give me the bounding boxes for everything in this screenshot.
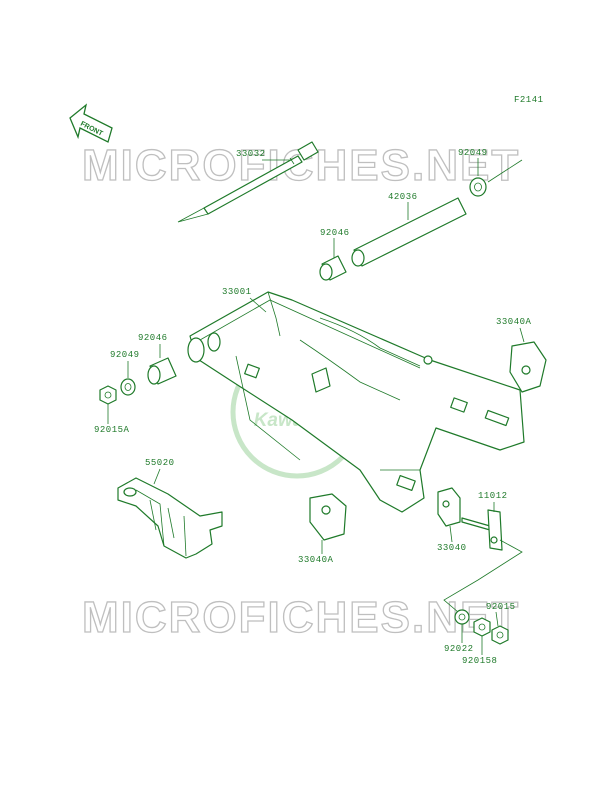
label-92015: 92015 (486, 602, 516, 612)
nut-92015 (491, 625, 509, 645)
label-920158: 920158 (462, 656, 497, 666)
washer-92049-top (469, 159, 523, 197)
nut-92015a (99, 385, 117, 405)
label-92049-top: 92049 (458, 148, 488, 158)
label-92022: 92022 (444, 644, 474, 654)
label-92049-left: 92049 (110, 350, 140, 360)
adjuster-33040a-right (509, 341, 547, 393)
pivot-shaft (177, 141, 319, 223)
label-33032: 33032 (236, 149, 266, 159)
bearing-92046-top (319, 255, 347, 281)
label-92046-top: 92046 (320, 228, 350, 238)
leader-line (443, 539, 523, 613)
label-33001: 33001 (222, 287, 252, 297)
label-42036: 42036 (388, 192, 418, 202)
chain-guide (117, 477, 223, 559)
label-92015a: 92015A (94, 425, 130, 435)
figure-code: F2141 (514, 95, 544, 105)
front-arrow-icon: FRONT (69, 103, 113, 143)
nut-920158 (473, 617, 491, 637)
bolt-11012 (461, 509, 503, 551)
label-33040a-right: 33040A (496, 317, 532, 327)
label-33040a-bottom: 33040A (298, 555, 334, 565)
collar-tube (351, 197, 467, 267)
bearing-92046-left (147, 357, 177, 385)
adjuster-33040 (437, 487, 461, 527)
label-92046-left: 92046 (138, 333, 168, 343)
watermark-bottom: MICROFICHES.NET (82, 593, 520, 642)
adjuster-33040a-bottom (309, 493, 347, 541)
label-55020: 55020 (145, 458, 175, 468)
swing-arm (187, 291, 525, 513)
label-33040: 33040 (437, 543, 467, 553)
washer-92022 (454, 609, 470, 625)
label-11012: 11012 (478, 491, 508, 501)
washer-92049-left (120, 378, 136, 396)
